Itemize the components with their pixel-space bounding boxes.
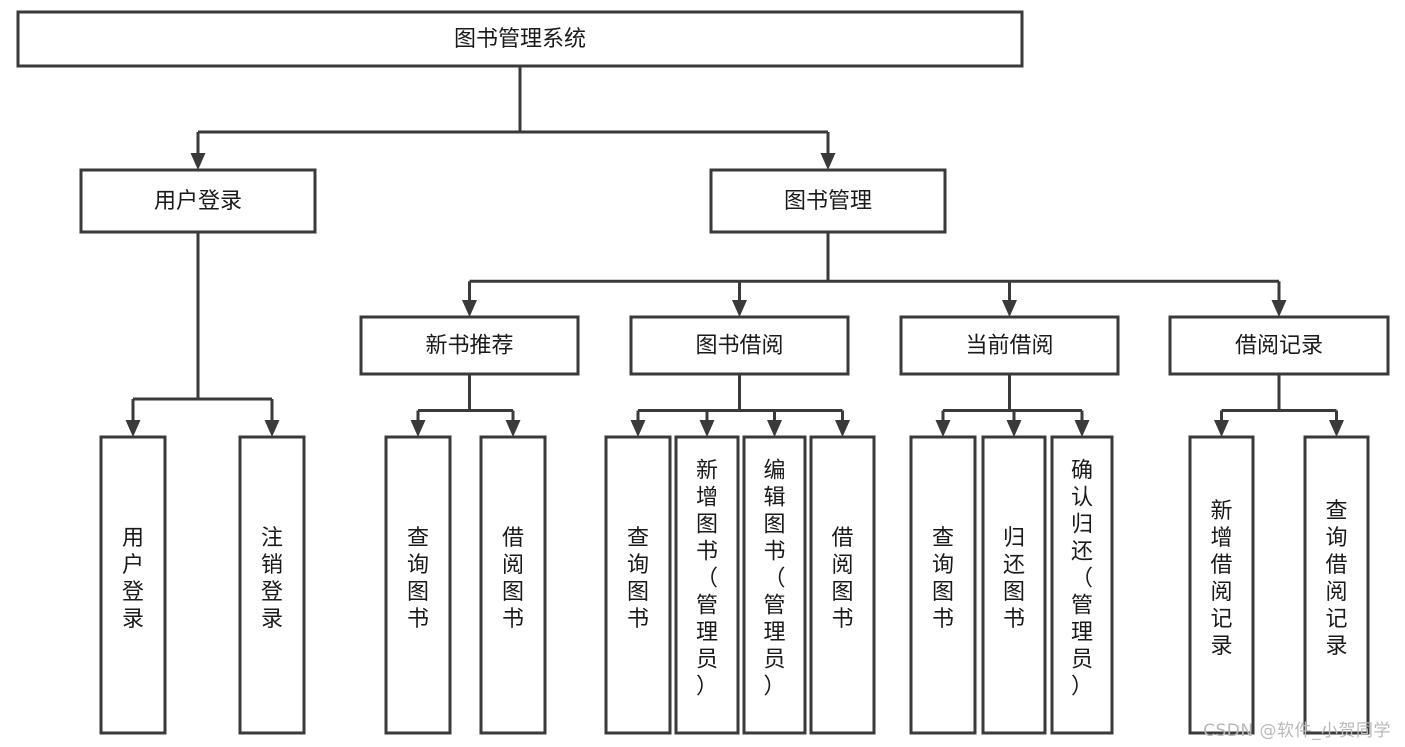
node-leaf_8[interactable]: 查询图书: [909, 435, 977, 735]
node-box-l2_3: [1168, 315, 1390, 376]
node-label-l2_3: 借阅记录: [1235, 334, 1323, 359]
node-root[interactable]: 图书管理系统: [16, 10, 1024, 68]
node-label-l2_2: 当前借阅: [965, 334, 1053, 359]
node-label-l2_0: 新书推荐: [425, 334, 513, 359]
node-layer: 图书管理系统用户登录图书管理新书推荐图书借阅当前借阅借阅记录用户登录注销登录查询…: [16, 10, 1390, 735]
node-box-leaf_9: [981, 435, 1047, 735]
node-box-leaf_12: [1303, 435, 1370, 735]
node-box-leaf_10: [1050, 435, 1114, 735]
node-box-leaf_3: [479, 435, 547, 735]
node-label-leaf_6: 编辑图书（管理员）: [763, 459, 785, 700]
node-label-leaf_4: 查询图书: [627, 526, 649, 632]
node-l2_1[interactable]: 图书借阅: [629, 315, 850, 376]
node-box-l2_2: [899, 315, 1120, 376]
node-label-leaf_9: 归还图书: [1003, 526, 1025, 632]
node-leaf_1[interactable]: 注销登录: [238, 435, 306, 735]
node-box-leaf_5: [674, 435, 740, 735]
node-leaf_5[interactable]: 新增图书（管理员）: [674, 435, 740, 735]
node-l2_0[interactable]: 新书推荐: [359, 315, 580, 376]
node-label-l1_0: 用户登录: [154, 189, 242, 214]
node-l1_1[interactable]: 图书管理: [709, 168, 947, 234]
node-l2_2[interactable]: 当前借阅: [899, 315, 1120, 376]
node-leaf_10[interactable]: 确认归还（管理员）: [1050, 435, 1114, 735]
node-label-leaf_10: 确认归还（管理员）: [1071, 459, 1093, 700]
node-label-leaf_8: 查询图书: [932, 526, 954, 632]
node-box-leaf_0: [99, 435, 167, 735]
node-l2_3[interactable]: 借阅记录: [1168, 315, 1390, 376]
node-box-root: [16, 10, 1024, 68]
node-label-leaf_11: 新增借阅记录: [1210, 499, 1232, 659]
node-label-leaf_0: 用户登录: [122, 526, 144, 632]
node-box-leaf_4: [604, 435, 672, 735]
node-leaf_9[interactable]: 归还图书: [981, 435, 1047, 735]
node-box-l1_1: [709, 168, 947, 234]
node-box-l2_0: [359, 315, 580, 376]
node-box-leaf_1: [238, 435, 306, 735]
node-leaf_3[interactable]: 借阅图书: [479, 435, 547, 735]
node-l1_0[interactable]: 用户登录: [79, 168, 317, 234]
node-box-l1_0: [79, 168, 317, 234]
node-label-leaf_2: 查询图书: [407, 526, 429, 632]
node-label-l1_1: 图书管理: [784, 189, 872, 214]
node-label-l2_1: 图书借阅: [695, 334, 783, 359]
node-box-leaf_7: [809, 435, 876, 735]
node-leaf_2[interactable]: 查询图书: [384, 435, 452, 735]
node-label-leaf_7: 借阅图书: [831, 526, 853, 632]
node-label-leaf_12: 查询借阅记录: [1325, 499, 1347, 659]
node-leaf_4[interactable]: 查询图书: [604, 435, 672, 735]
node-label-leaf_3: 借阅图书: [502, 526, 524, 632]
node-box-leaf_11: [1188, 435, 1255, 735]
node-box-leaf_6: [742, 435, 807, 735]
node-label-leaf_1: 注销登录: [261, 526, 283, 632]
node-label-root: 图书管理系统: [454, 27, 586, 52]
node-label-leaf_5: 新增图书（管理员）: [696, 459, 718, 700]
node-box-leaf_8: [909, 435, 977, 735]
node-box-l2_1: [629, 315, 850, 376]
node-leaf_0[interactable]: 用户登录: [99, 435, 167, 735]
node-leaf_6[interactable]: 编辑图书（管理员）: [742, 435, 807, 735]
connector-layer: [125, 66, 1344, 437]
node-leaf_7[interactable]: 借阅图书: [809, 435, 876, 735]
node-box-leaf_2: [384, 435, 452, 735]
node-leaf_11[interactable]: 新增借阅记录: [1188, 435, 1255, 735]
node-leaf_12[interactable]: 查询借阅记录: [1303, 435, 1370, 735]
